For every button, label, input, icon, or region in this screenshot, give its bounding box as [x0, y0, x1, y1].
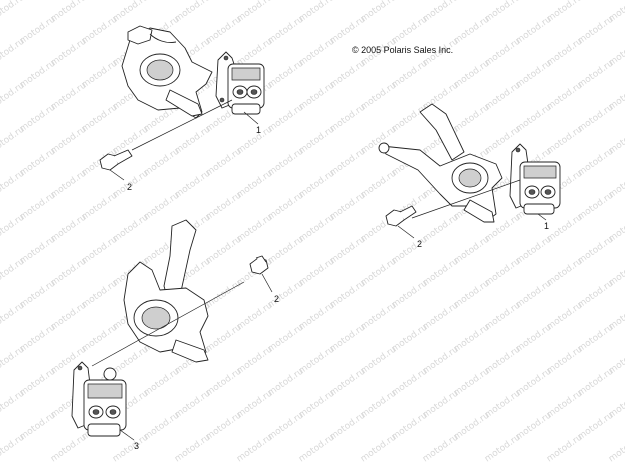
watermark-text: motod.ru — [0, 433, 27, 465]
callout-2-top: 2 — [127, 182, 132, 192]
watermark-text: motod.ru — [607, 433, 625, 465]
watermark-text: motod.ru — [0, 0, 27, 24]
steering-knuckle-right — [378, 103, 503, 223]
steering-knuckle-bottom — [123, 219, 209, 363]
watermark-text: motod.ru — [0, 37, 27, 69]
callout-1-top: 1 — [256, 125, 261, 135]
brake-caliper-right — [509, 143, 561, 215]
watermark-text: motod.ru — [0, 257, 27, 289]
watermark-text: motod.ru — [0, 213, 27, 245]
brake-caliper-bottom — [71, 361, 127, 437]
bolt-bottom — [249, 255, 269, 275]
watermark-text: motod.ru — [49, 433, 89, 465]
callout-3-bottom: 3 — [134, 441, 139, 451]
brake-caliper-top — [215, 51, 265, 115]
watermark-text: motod.ru — [483, 433, 523, 465]
copyright-notice: © 2005 Polaris Sales Inc. — [352, 45, 454, 55]
callout-2-bottom: 2 — [274, 294, 279, 304]
bolt-top — [99, 149, 133, 171]
watermark-text: motod.ru — [545, 433, 585, 465]
watermark-text: motod.ru — [173, 433, 213, 465]
callout-1-right: 1 — [544, 221, 549, 231]
watermark-text: motod.ru — [421, 433, 461, 465]
watermark-text: motod.ru — [235, 433, 275, 465]
bolt-right — [385, 205, 417, 227]
watermark-text: motod.ru — [0, 345, 27, 377]
watermark-text: motod.ru — [359, 433, 399, 465]
callout-2-right: 2 — [417, 239, 422, 249]
watermark-text: motod.ru — [297, 433, 337, 465]
watermark-text: motod.ru — [0, 169, 27, 201]
steering-knuckle-top — [121, 25, 213, 119]
watermark-text: motod.ru — [0, 81, 27, 113]
watermark-text: motod.ru — [0, 301, 27, 333]
watermark-text: motod.ru — [0, 125, 27, 157]
watermark-text: motod.ru — [0, 389, 27, 421]
